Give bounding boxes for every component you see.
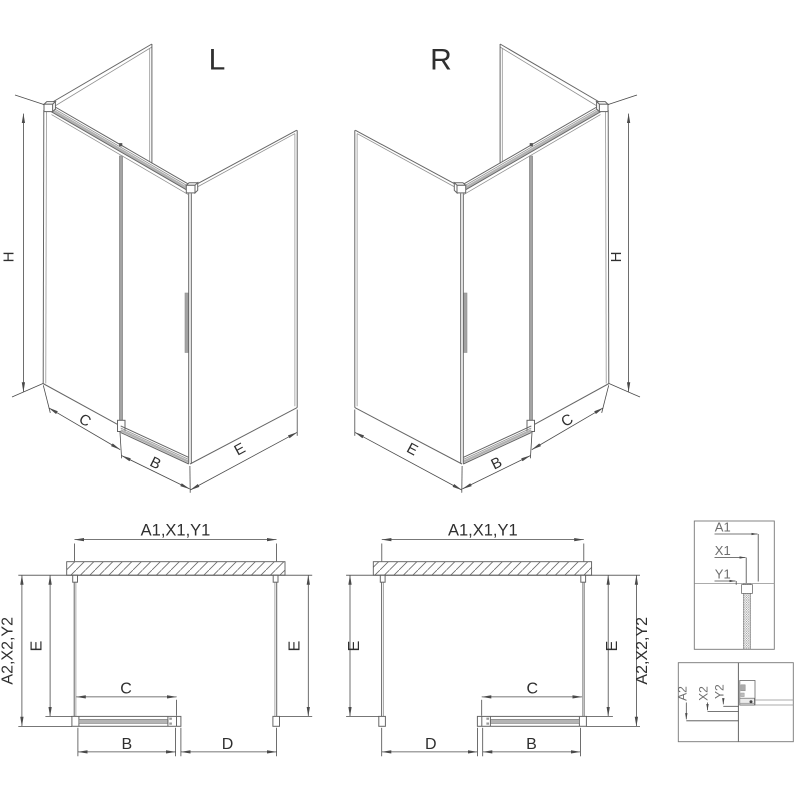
detail-view-bottom: A2 X2 Y2 [675, 663, 793, 742]
iso-r-geometry [355, 44, 640, 493]
door-handle [185, 293, 188, 353]
plan-l-dim-a1-label: A1,X1,Y1 [141, 522, 211, 540]
plan-r-dim-d-label: D [425, 736, 437, 753]
plan-l-dim-d-label: D [222, 736, 234, 753]
plan-l-dim-e-left-label: E [28, 641, 45, 652]
door-roller [119, 143, 122, 146]
iso-view-r: R H C B E [355, 44, 640, 493]
plan-r-dim-a1-label: A1,X1,Y1 [448, 522, 518, 540]
detail-top-y1-label: Y1 [715, 566, 731, 581]
corner-bracket-right [186, 183, 197, 193]
plan-view-r: A1,X1,Y1 A2,X2,Y2 E E C B D [346, 522, 651, 757]
detail-top-box [694, 521, 774, 649]
detail-bottom-a2-label: A2 [675, 686, 689, 701]
detail-bottom-x2-label: X2 [697, 686, 711, 701]
iso-l-dim-c-label: C [76, 411, 94, 431]
iso-r-title: R [430, 44, 452, 77]
guide-block [741, 685, 745, 691]
guide-block-2 [741, 693, 744, 697]
iso-view-l: L H C B E [1, 44, 298, 493]
detail-view-top: A1 X1 Y1 [694, 519, 774, 649]
plan-view-l: A1,X1,Y1 A2,X2,Y2 E E C B D [0, 522, 312, 757]
iso-l-dim-e-label: E [231, 440, 248, 460]
iso-r-dim-c-label: C [558, 410, 576, 430]
wall-profile-cap [742, 585, 753, 594]
iso-r-dim-b-label: B [488, 454, 504, 474]
dim-a1-lines [75, 540, 277, 562]
detail-bottom-y2-label: Y2 [712, 684, 726, 699]
door-panel [118, 156, 189, 432]
guide-pin [750, 700, 753, 703]
corner-post [189, 194, 192, 464]
plan-r-dim-b-label: B [526, 736, 537, 753]
plan-r-dim-a2-label: A2,X2,Y2 [634, 617, 651, 685]
iso-l-title: L [209, 44, 226, 77]
detail-bottom-box [678, 663, 793, 742]
dim-c-plan-lines [76, 697, 176, 716]
door-stile [119, 156, 122, 421]
plan-r-dim-c-label: C [527, 680, 539, 697]
detail-top-a1-label: A1 [715, 519, 731, 534]
plan-r-dim-e-left-label: E [346, 641, 363, 652]
iso-l-dim-b-label: B [147, 454, 163, 474]
plan-l-dim-a2-label: A2,X2,Y2 [0, 617, 17, 685]
corner-bracket-left [44, 102, 55, 112]
left-glass-panel [73, 575, 78, 716]
detail-top-x1-label: X1 [715, 543, 731, 558]
iso-l-dim-h-label: H [1, 252, 18, 263]
door-rail-strip [72, 716, 181, 726]
wall-strip-right [373, 562, 591, 576]
wall-strip-left [67, 562, 285, 576]
iso-l-geometry [12, 44, 297, 493]
iso-r-dim-h-label: H [608, 252, 625, 263]
left-wall-profile [43, 110, 46, 384]
plan-l-dim-c-label: C [120, 680, 132, 697]
iso-r-dim-e-label: E [404, 440, 421, 460]
plan-l-dim-b-label: B [121, 736, 132, 753]
plan-r-dim-e-right-label: E [604, 641, 621, 652]
dim-e-left-lines [45, 575, 72, 716]
right-glass-panel [273, 575, 280, 726]
dim-h-lines [12, 95, 45, 397]
plan-l-dim-e-right-label: E [287, 641, 304, 652]
side-panel [190, 130, 297, 464]
back-panel [48, 44, 152, 164]
